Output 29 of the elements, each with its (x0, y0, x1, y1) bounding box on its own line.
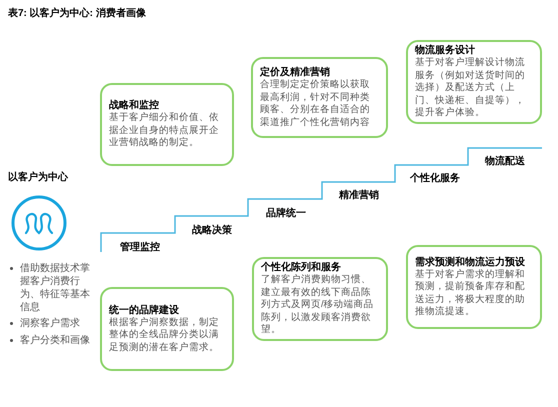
card-description: 基于客户细分和价值、依据企业自身的特点展开企业营销战略的制定。 (109, 112, 220, 150)
description-card (100, 287, 234, 371)
card-heading: 物流服务设计 (415, 44, 476, 57)
step-label: 战略决策 (192, 224, 232, 238)
card-description: 合理制定定价策略以获取最高利润，针对不同种类顾客、分别在各自适合的渠道推广个性化营销内容 (260, 79, 371, 129)
bullet-item: 借助数据技术掌握客户消费行为、特征等基本信息 (20, 262, 91, 314)
step-label: 个性化服务 (410, 172, 460, 186)
card-description: 根据客户洞察数据，制定整体的全线品牌分类以满足预测的潜在客户需求。 (109, 316, 220, 354)
card-heading: 定价及精准营销 (260, 66, 331, 79)
step-label: 物流配送 (485, 154, 525, 169)
description-card (406, 245, 542, 329)
card-description: 了解客户消费购物习惯、建立最有效的线下商品陈列方式及网页/移动端商品陈列，以激发顾客消费欲望。 (261, 274, 375, 337)
bullet-item: 客户分类和画像 (20, 334, 91, 347)
step-label: 管理监控 (120, 240, 160, 255)
step-label: 精准营销 (339, 188, 379, 203)
card-description: 基于对客户需求的理解和预测，提前预备库存和配送运力，将极大程度的助推物流提速。 (415, 268, 526, 318)
title: 表7: 以客户为中心: 消费者画像 (8, 6, 146, 21)
heading: 以客户为中心 (8, 170, 68, 185)
card-heading: 战略和监控 (109, 99, 160, 112)
bullet-item: 洞察客户需求 (20, 317, 81, 330)
card-heading: 统一的品牌建设 (109, 304, 180, 317)
card-description: 基于对客户理解设计物流服务（例如对送货时间的选择）及配送方式（上门、快递柜、自提等），提升客户体验。 (415, 57, 526, 120)
card-heading: 需求预测和物流运力预设 (415, 256, 526, 268)
description-card (406, 40, 542, 124)
description-card (251, 57, 388, 138)
step-label: 品牌统一 (266, 206, 306, 221)
description-card (100, 83, 234, 166)
card-heading: 个性化陈列和服务 (261, 261, 342, 274)
description-card (252, 257, 388, 341)
